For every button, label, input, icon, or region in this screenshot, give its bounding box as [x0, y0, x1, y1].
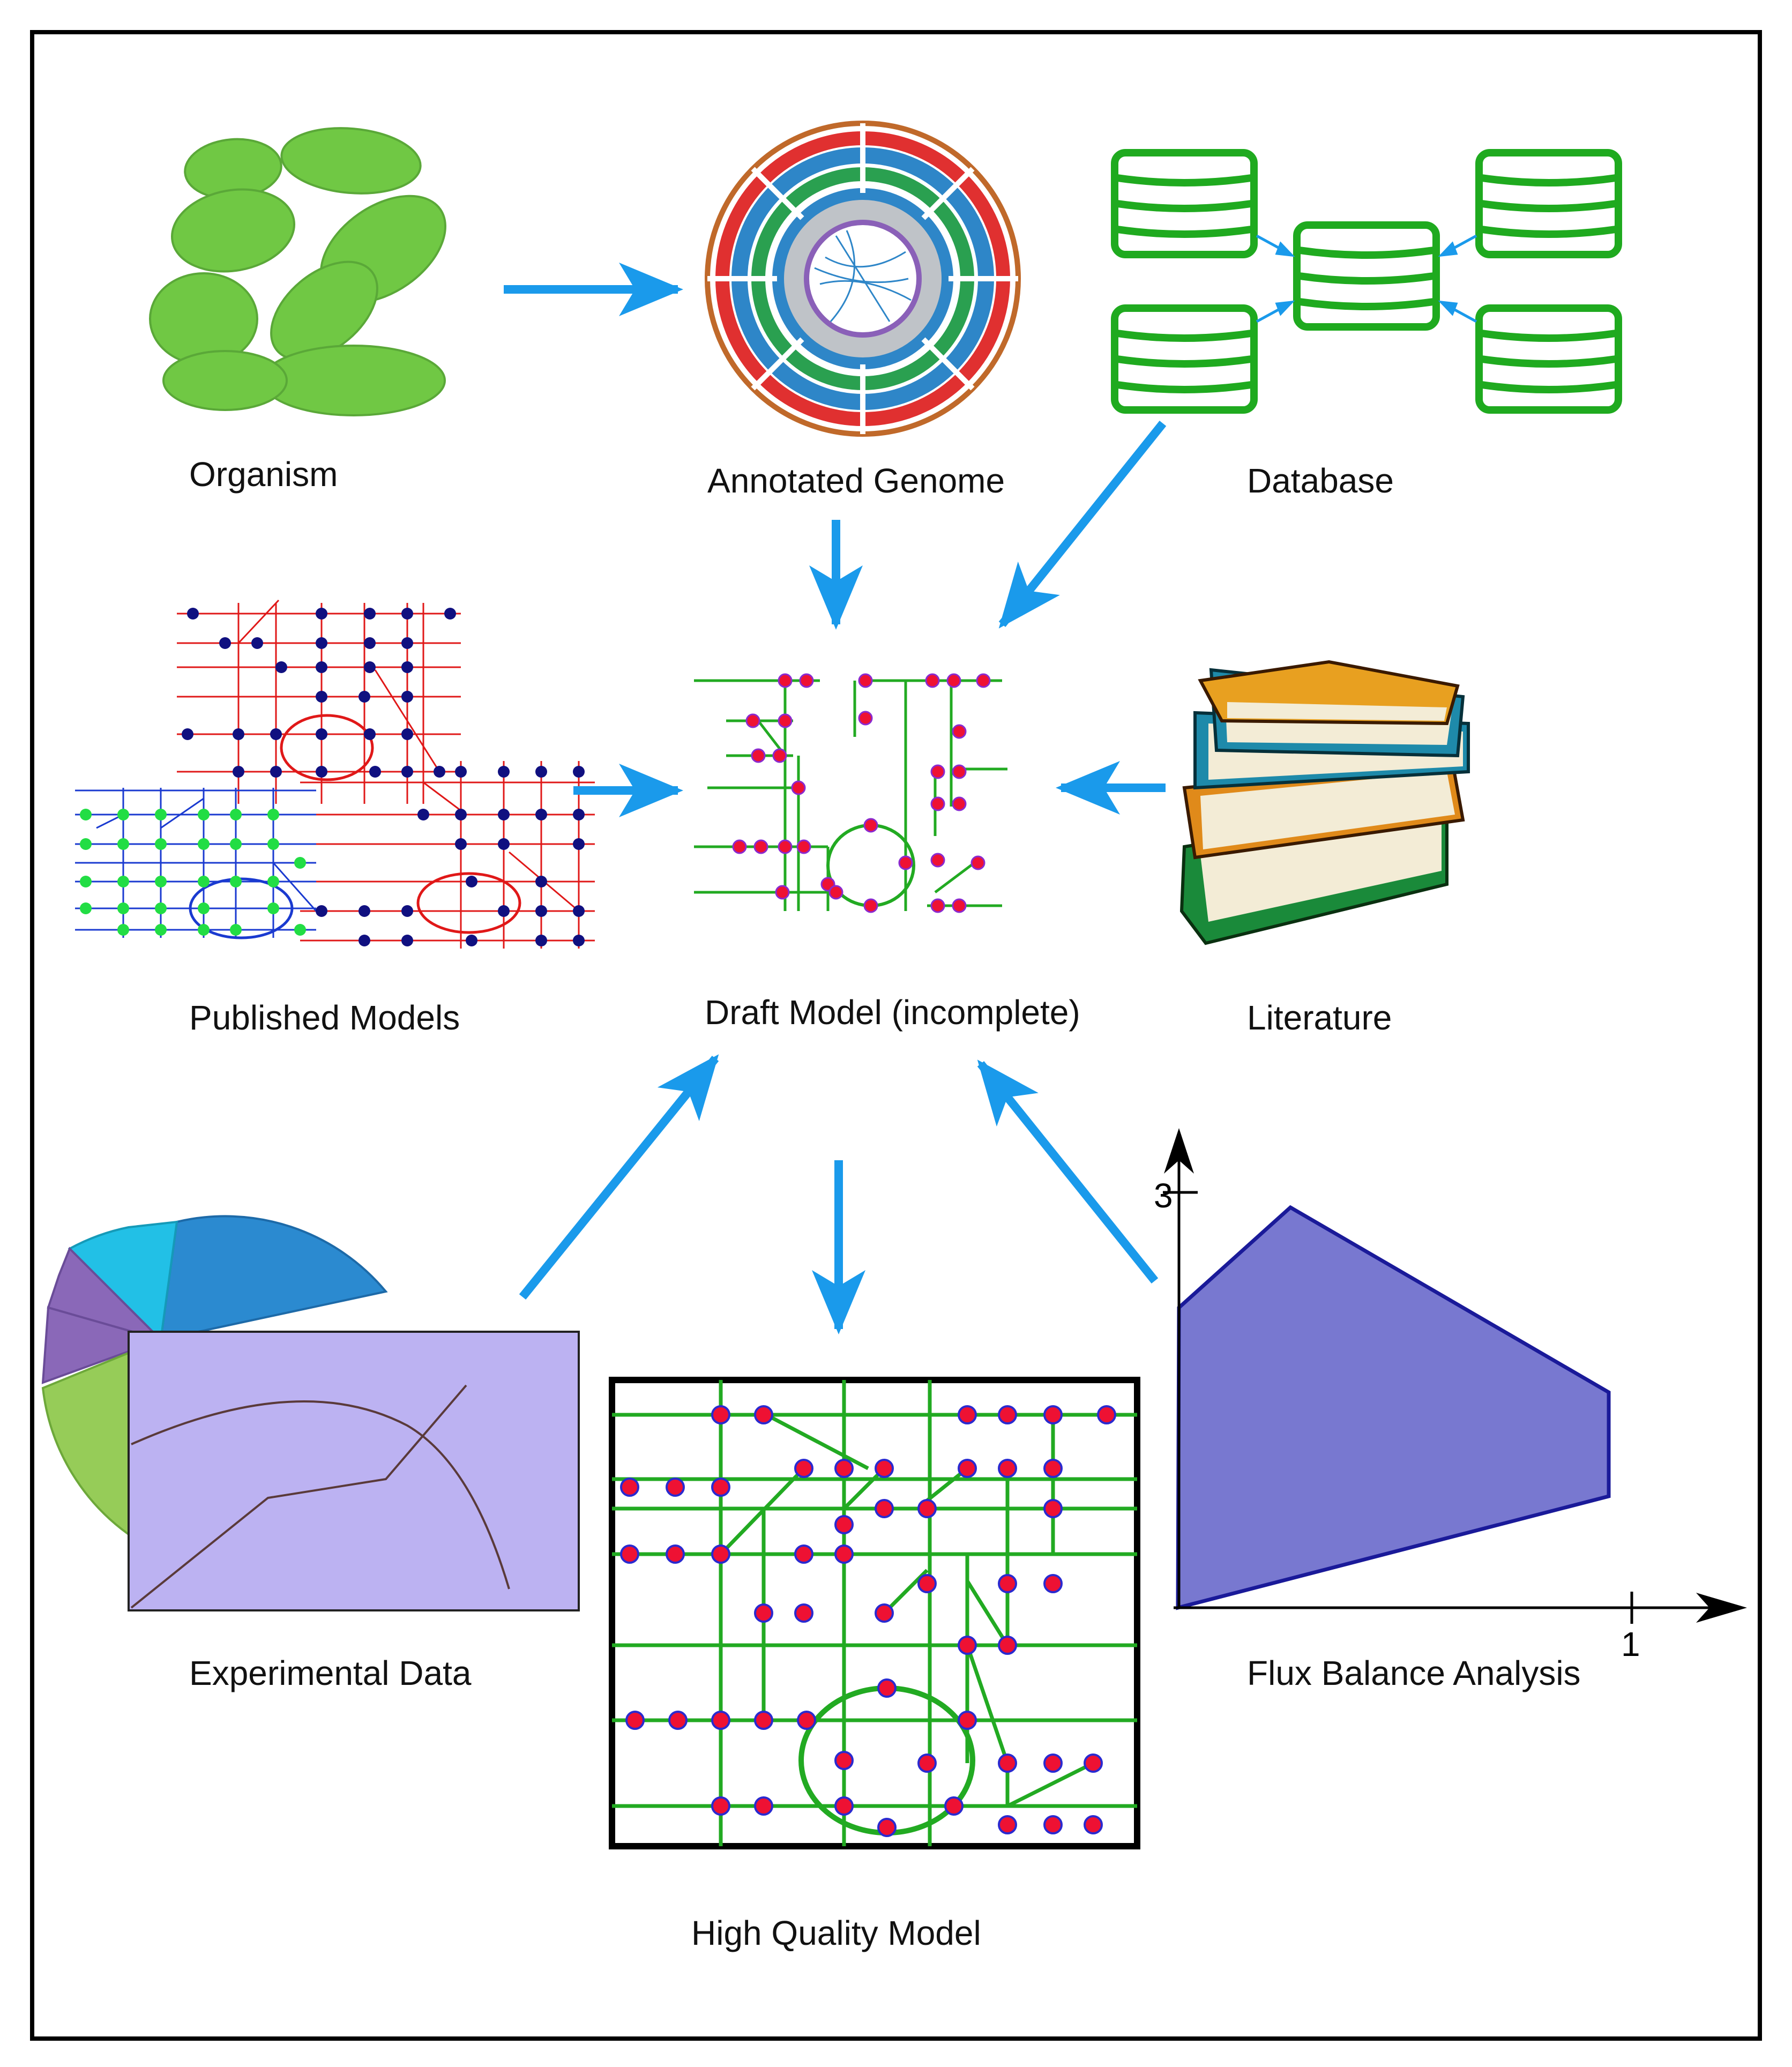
fba-x-tick-label: 1 — [1621, 1625, 1640, 1663]
database-link-arrows — [1256, 234, 1477, 323]
literature-label: Literature — [1247, 998, 1392, 1037]
database-label: Database — [1247, 461, 1394, 500]
experimental-data-icon — [41, 1215, 580, 1611]
draft-model-label: Draft Model (incomplete) — [705, 993, 1080, 1032]
high-quality-model-icon — [609, 1377, 1140, 1849]
fba-plot-icon: 3 1 — [1154, 1128, 1747, 1663]
arrow-database-to-draft — [998, 421, 1167, 629]
draft-model-network-icon — [694, 673, 1007, 913]
arrow-fba-to-draft — [977, 1059, 1159, 1284]
arrow-experimental-to-draft — [519, 1054, 719, 1300]
organism-label: Organism — [189, 455, 338, 494]
workflow-arrows — [504, 263, 1167, 1334]
fba-label: Flux Balance Analysis — [1247, 1654, 1581, 1692]
figure-frame — [30, 30, 1762, 2041]
organism-icon — [149, 127, 446, 416]
literature-books-icon — [1179, 660, 1470, 945]
fba-y-tick-label: 3 — [1154, 1176, 1173, 1215]
published-models-network-icon — [75, 599, 595, 949]
database-icon — [1111, 149, 1622, 414]
high-quality-model-label: High Quality Model — [691, 1914, 981, 1952]
genome-circos-icon — [705, 121, 1021, 437]
experimental-data-label: Experimental Data — [189, 1654, 472, 1692]
genome-label: Annotated Genome — [707, 461, 1005, 500]
fba-feasible-region — [1176, 1205, 1611, 1610]
published-models-label: Published Models — [189, 998, 460, 1037]
